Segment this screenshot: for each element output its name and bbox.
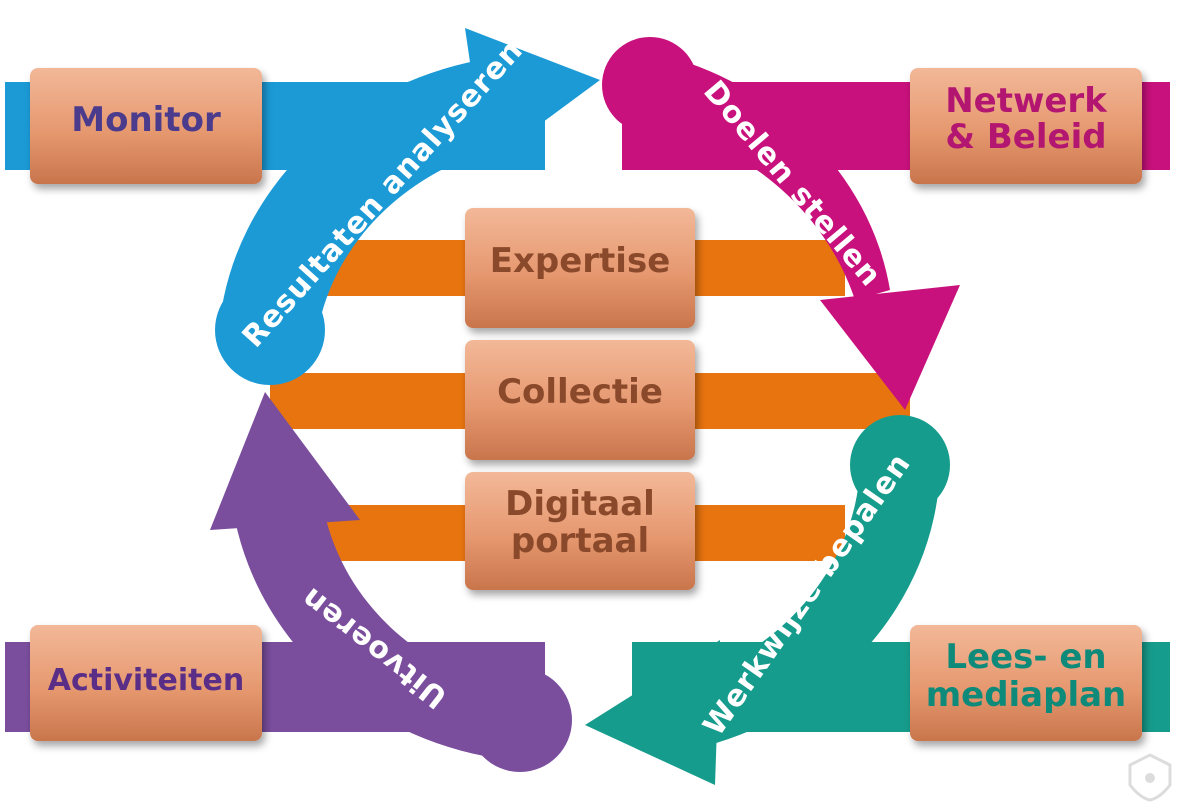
- brick-lees-mediaplan: Lees- en mediaplan: [910, 625, 1142, 741]
- brick-activiteiten: Activiteiten: [30, 625, 262, 741]
- label-netwerk: Netwerk: [945, 81, 1108, 121]
- arrow-resultaten-analyseren: [215, 28, 600, 385]
- brick-collectie: Collectie: [465, 340, 695, 460]
- brick-digitaal-portaal: Digitaal portaal: [465, 472, 695, 590]
- label-lees-en: Lees- en: [945, 637, 1106, 677]
- label-digitaal: Digitaal: [505, 484, 655, 524]
- brick-monitor: Monitor: [30, 68, 262, 184]
- label-expertise: Expertise: [490, 241, 671, 281]
- shield-logo-icon: [1128, 753, 1172, 802]
- label-mediaplan: mediaplan: [926, 675, 1127, 715]
- label-portaal: portaal: [511, 521, 649, 561]
- label-monitor: Monitor: [71, 100, 221, 140]
- label-activiteiten: Activiteiten: [48, 663, 244, 698]
- arrow-uitvoeren: [210, 392, 572, 772]
- arrow-werkwijze-bepalen: [585, 415, 950, 785]
- brick-netwerk-beleid: Netwerk & Beleid: [910, 68, 1142, 184]
- label-beleid: & Beleid: [945, 117, 1106, 157]
- label-collectie: Collectie: [497, 372, 663, 412]
- brick-expertise: Expertise: [465, 208, 695, 328]
- arrow-doelen-stellen: [602, 37, 960, 410]
